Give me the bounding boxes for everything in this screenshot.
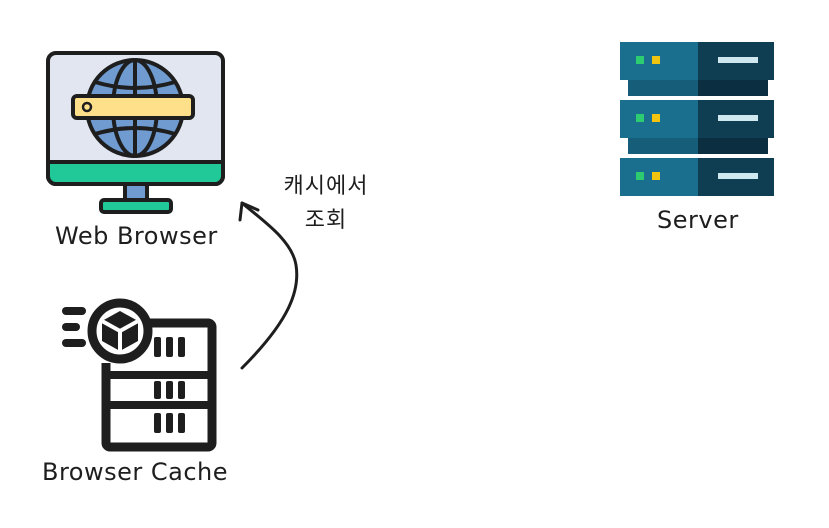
web-browser-label: Web Browser [55,222,218,250]
web-browser-icon [46,51,225,214]
server-label: Server [657,206,739,234]
server-icon [620,42,774,196]
edge-label: 캐시에서 조회 [274,170,378,238]
edge-label-line2: 조회 [304,208,348,233]
browser-cache-icon [62,298,217,452]
browser-cache-label: Browser Cache [42,458,229,486]
edge-label-line1: 캐시에서 [283,174,369,199]
